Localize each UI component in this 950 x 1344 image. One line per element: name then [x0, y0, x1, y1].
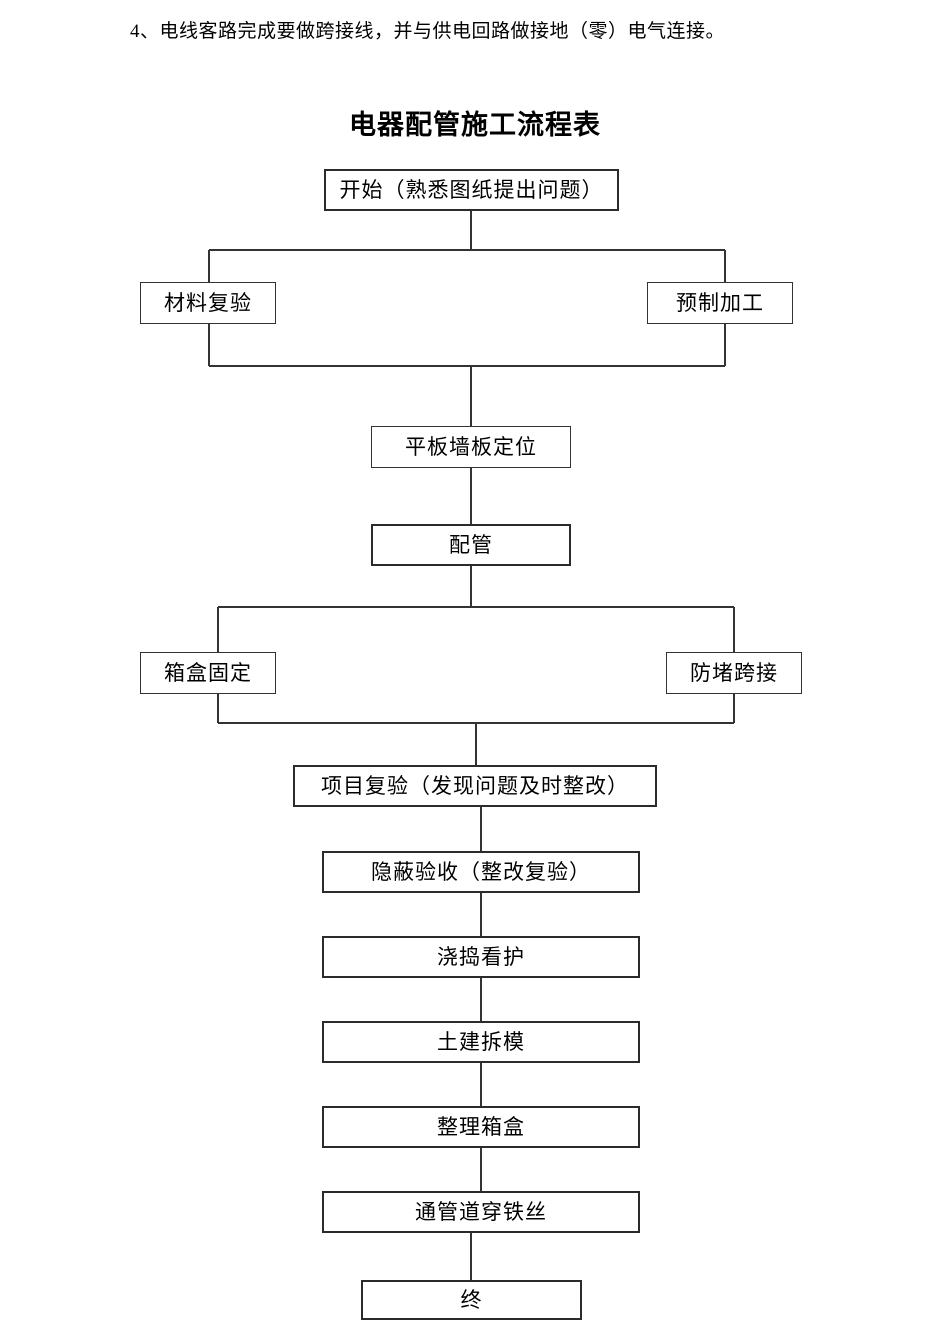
flow-node-anti-block-bridging[interactable]: 防堵跨接	[666, 652, 802, 694]
flow-node-label: 隐蔽验收（整改复验）	[371, 859, 591, 884]
flow-node-label: 终	[460, 1287, 483, 1312]
flow-node-material-recheck[interactable]: 材料复验	[140, 282, 276, 324]
flow-node-label: 箱盒固定	[164, 660, 252, 685]
flow-node-label: 平板墙板定位	[405, 434, 537, 459]
flow-node-label: 项目复验（发现问题及时整改）	[321, 773, 629, 798]
flow-node-label: 整理箱盒	[437, 1114, 525, 1139]
flow-node-label: 预制加工	[676, 290, 764, 315]
flow-node-box-fixing[interactable]: 箱盒固定	[140, 652, 276, 694]
flow-node-label: 土建拆模	[437, 1029, 525, 1054]
flow-node-label: 材料复验	[164, 290, 252, 315]
intro-paragraph: 4、电线客路完成要做跨接线，并与供电回路做接地（零）电气连接。	[130, 21, 726, 42]
flow-node-concealed-acceptance[interactable]: 隐蔽验收（整改复验）	[322, 851, 640, 893]
flow-node-prefabrication[interactable]: 预制加工	[647, 282, 793, 324]
page-title: 电器配管施工流程表	[349, 110, 601, 140]
flow-node-formwork-removal[interactable]: 土建拆模	[322, 1021, 640, 1063]
flow-node-start[interactable]: 开始（熟悉图纸提出问题）	[324, 169, 619, 211]
flow-node-piping[interactable]: 配管	[371, 524, 571, 566]
flow-node-slab-wall-positioning[interactable]: 平板墙板定位	[371, 426, 571, 468]
flow-node-label: 开始（熟悉图纸提出问题）	[339, 177, 604, 202]
flow-node-tidy-boxes[interactable]: 整理箱盒	[322, 1106, 640, 1148]
flow-node-project-recheck[interactable]: 项目复验（发现问题及时整改）	[293, 765, 657, 807]
flow-node-pouring-supervision[interactable]: 浇捣看护	[322, 936, 640, 978]
flow-node-label: 配管	[449, 532, 493, 557]
flow-node-label: 通管道穿铁丝	[415, 1199, 547, 1224]
flow-node-label: 防堵跨接	[690, 660, 778, 685]
flow-node-thread-wire[interactable]: 通管道穿铁丝	[322, 1191, 640, 1233]
flow-node-label: 浇捣看护	[437, 944, 525, 969]
flow-node-end[interactable]: 终	[361, 1280, 582, 1320]
